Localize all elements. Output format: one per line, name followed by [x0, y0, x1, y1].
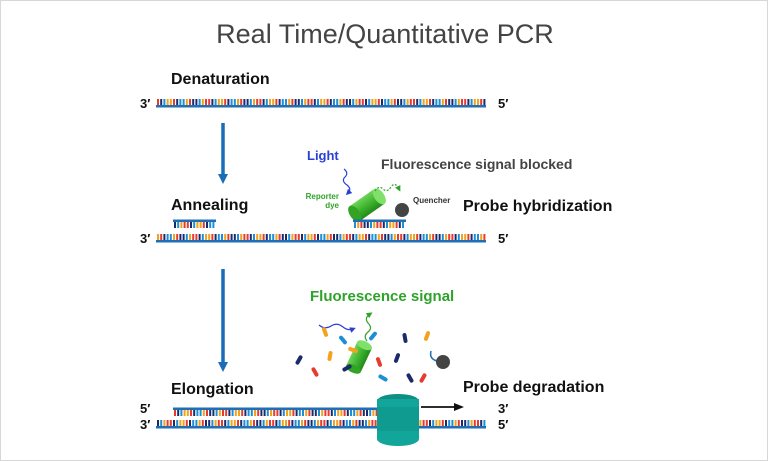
- light-label-annealing: Light: [307, 148, 339, 163]
- template-strand-elongation: [156, 420, 486, 429]
- single-strand-denaturation: [156, 99, 486, 108]
- reporter-dye-label-line-1: Reporter: [306, 192, 339, 201]
- diagram-title: Real Time/Quantitative PCR: [216, 19, 554, 49]
- strand-end-3prime-new: 3′: [498, 401, 508, 416]
- step-label-denaturation: Denaturation: [171, 71, 270, 88]
- fluorescence-signal-label: Fluorescence signal: [310, 288, 454, 305]
- step-label-annealing: Annealing: [171, 197, 248, 214]
- reporter-dye-probe: [348, 188, 386, 222]
- strand-end-3prime-top: 3′: [140, 96, 150, 111]
- reporter-dye-label-line-2: dye: [325, 201, 339, 210]
- template-strand-annealing: [156, 234, 486, 243]
- strand-end-3prime-template: 3′: [140, 417, 150, 432]
- quencher-icon: [395, 203, 409, 217]
- strand-end-5prime-annealing: 5′: [498, 231, 508, 246]
- step-label-elongation: Elongation: [171, 381, 254, 398]
- strand-end-5prime-template: 5′: [498, 417, 508, 432]
- event-label-probe-degradation: Probe degradation: [463, 379, 604, 396]
- strand-end-5prime-new: 5′: [140, 401, 150, 416]
- quencher-label: Quencher: [413, 196, 450, 205]
- free-reporter-dye: [346, 340, 372, 374]
- primer-annealed: [173, 219, 216, 228]
- event-label-probe-hybridization: Probe hybridization: [463, 198, 612, 215]
- degraded-probe-fragments: [295, 327, 431, 383]
- fluorescence-signal-wave: [364, 312, 373, 342]
- blocked-signal-wave: [374, 183, 401, 192]
- fluorescence-blocked-label: Fluorescence signal blocked: [381, 156, 572, 172]
- strand-end-3prime-annealing: 3′: [140, 231, 150, 246]
- dna-polymerase-icon: [377, 394, 419, 446]
- light-ray-annealing: [342, 168, 353, 196]
- probe-hybridized: [353, 219, 406, 228]
- free-quencher: [429, 350, 450, 369]
- strand-end-5prime-top: 5′: [498, 96, 508, 111]
- quencher-icon-free: [436, 355, 450, 369]
